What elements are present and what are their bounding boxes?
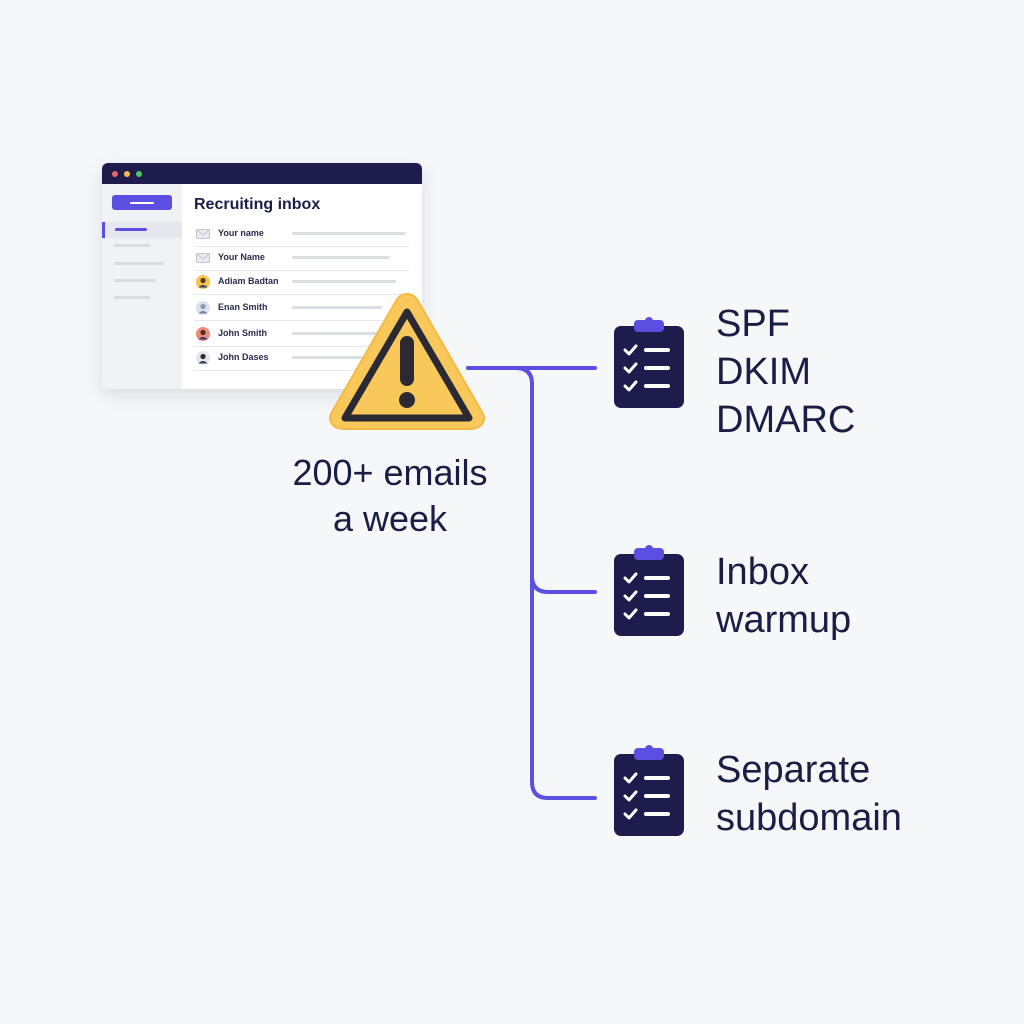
step-line: warmup <box>716 599 852 641</box>
step-label-email-auth: SPF DKIM DMARC <box>716 300 855 444</box>
list-item[interactable]: Adiam Badtan <box>194 270 409 295</box>
step-line: Inbox <box>716 551 809 593</box>
list-item[interactable]: Enan Smith <box>194 296 409 321</box>
avatar-icon <box>196 301 210 315</box>
step-line: subdomain <box>716 797 902 839</box>
step-line: DMARC <box>716 399 856 441</box>
step-line: SPF <box>716 303 790 345</box>
avatar-icon <box>196 351 210 365</box>
window-titlebar <box>102 163 422 184</box>
list-item[interactable]: John Dases <box>194 346 409 371</box>
list-item[interactable]: John Smith <box>194 322 409 347</box>
sidebar-item[interactable] <box>114 296 150 299</box>
sidebar-item[interactable] <box>114 279 156 282</box>
avatar-icon <box>196 327 210 341</box>
preview-line <box>292 256 390 259</box>
warning-icon <box>329 292 485 430</box>
close-dot-icon <box>112 170 118 177</box>
clipboard-checklist-icon <box>614 745 684 836</box>
sidebar-item[interactable] <box>114 244 150 247</box>
warning-caption-line-2: a week <box>332 498 448 539</box>
sidebar-item-active[interactable] <box>102 222 182 238</box>
preview-line <box>292 232 406 235</box>
preview-line <box>292 306 382 309</box>
inbox-title: Recruiting inbox <box>194 196 321 213</box>
sidebar-item[interactable] <box>114 262 164 265</box>
step-line: DKIM <box>716 351 811 393</box>
inbox-main: Recruiting inbox Your name Your Name Adi… <box>182 184 422 389</box>
sender-name: Your name <box>218 228 264 238</box>
sender-name: John Smith <box>218 328 267 338</box>
inbox-sidebar <box>102 184 182 389</box>
inbox-window: Recruiting inbox Your name Your Name Adi… <box>102 163 422 389</box>
preview-line <box>292 356 376 359</box>
step-line: Separate <box>716 749 871 791</box>
sender-name: Adiam Badtan <box>218 276 279 286</box>
minimize-dot-icon <box>124 170 130 177</box>
preview-line <box>292 280 396 283</box>
warning-caption-line-1: 200+ emails <box>292 452 488 493</box>
compose-button[interactable] <box>112 195 172 210</box>
avatar-icon <box>196 275 210 289</box>
step-label-inbox-warmup: Inbox warmup <box>716 548 851 644</box>
preview-line <box>292 332 380 335</box>
envelope-icon <box>196 253 210 263</box>
clipboard-checklist-icon <box>614 317 684 408</box>
envelope-icon <box>196 229 210 239</box>
list-item[interactable]: Your name <box>194 222 409 247</box>
sender-name: Your Name <box>218 252 265 262</box>
list-item[interactable]: Your Name <box>194 246 409 271</box>
clipboard-checklist-icon <box>614 545 684 636</box>
warning-caption: 200+ emails a week <box>270 450 510 542</box>
sender-name: Enan Smith <box>218 302 268 312</box>
sender-name: John Dases <box>218 352 269 362</box>
maximize-dot-icon <box>136 170 142 177</box>
step-label-separate-subdomain: Separate subdomain <box>716 746 902 842</box>
